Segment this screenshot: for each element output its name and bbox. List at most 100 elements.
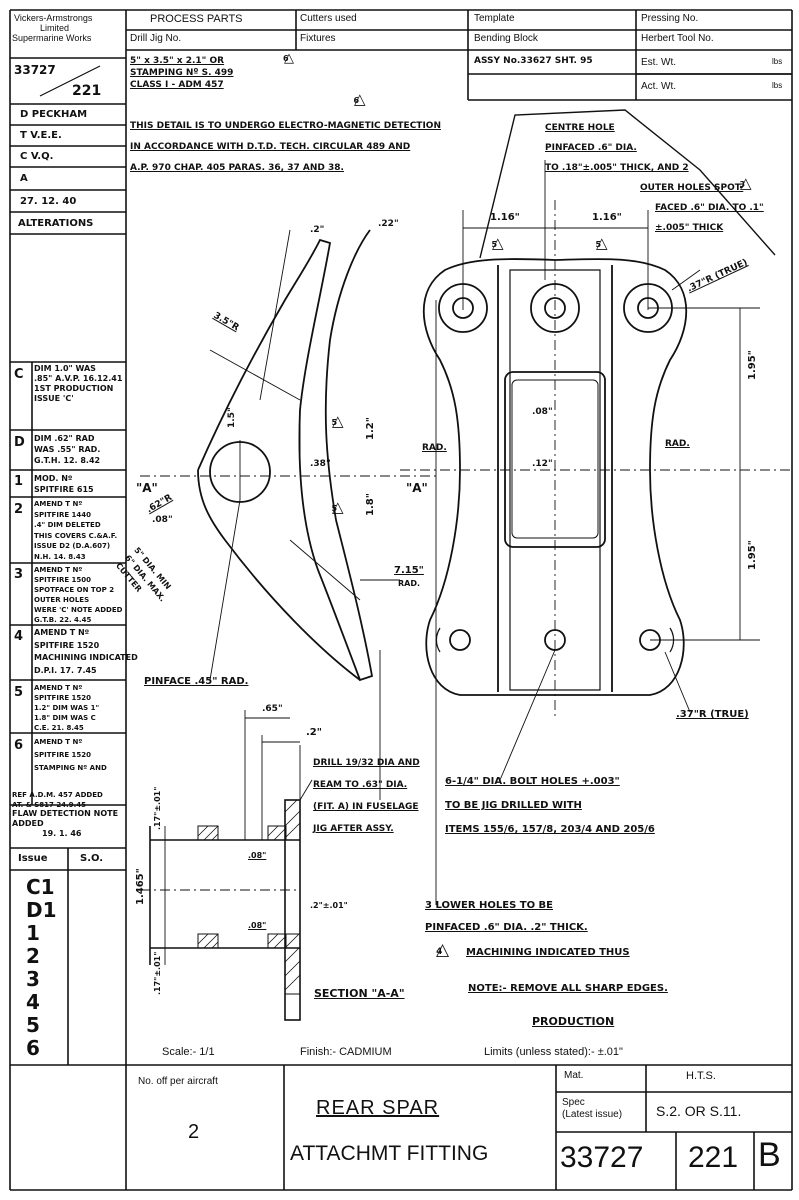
dim-17-top: .17"±.01" <box>153 786 162 830</box>
issue-column-header: Issue <box>18 853 48 864</box>
dim-22: .22" <box>378 219 399 229</box>
no-off-label: No. off per aircraft <box>138 1076 218 1087</box>
dim-7-15: 7.15" <box>394 565 424 576</box>
issue-letter: B <box>758 1136 781 1174</box>
section-mark-left: "A" <box>136 481 158 495</box>
revision-triangle-icon: △5 <box>595 234 608 252</box>
dim-7-15-rad: RAD. <box>398 579 421 588</box>
alteration-letter: 1 <box>14 474 24 489</box>
no-off-value: 2 <box>188 1121 200 1143</box>
dim-1-95-upper: 1.95" <box>747 350 758 380</box>
dim-38: .38" <box>310 459 331 469</box>
est-wt-unit: lbs <box>772 57 783 66</box>
limits-label: Limits (unless stated):- ±.01" <box>484 1046 623 1058</box>
est-wt-label: Est. Wt. <box>641 57 676 68</box>
spec-label: Spec(Latest issue) <box>562 1097 623 1120</box>
assy-number: ASSY No.33627 SHT. 95 <box>474 56 593 66</box>
dim-17-bottom: .17"±.01" <box>153 951 162 995</box>
dim-2-section: .2" <box>306 727 322 738</box>
drill-jig-label: Drill Jig No. <box>130 33 182 44</box>
alteration-letter: 2 <box>14 502 24 517</box>
dim-37r-lower: .37"R (TRUE) <box>676 709 749 720</box>
so-column-header: S.O. <box>80 853 104 864</box>
left-sheet-number: 221 <box>72 83 102 99</box>
fixtures-label: Fixtures <box>300 33 336 44</box>
alterations-heading: ALTERATIONS <box>18 218 94 229</box>
dim-08: .08" <box>532 407 553 417</box>
bending-block-label: Bending Block <box>474 33 538 44</box>
revision-triangle-icon: △4 <box>436 940 450 960</box>
dim-1-465: 1.465" <box>135 868 146 905</box>
dim-08-lower-bore: .08" <box>248 921 267 930</box>
dim-1-16-right: 1.16" <box>592 212 622 223</box>
alteration-letter: 4 <box>14 629 24 644</box>
alteration-letter: 3 <box>14 567 24 582</box>
material-value: H.T.S. <box>686 1070 716 1082</box>
dim-08-side: .08" <box>152 515 173 525</box>
machining-note: MACHINING INDICATED THUS <box>466 947 630 958</box>
dim-1-2: 1.2" <box>365 417 376 440</box>
alteration-letter: 5 <box>14 685 24 700</box>
revision-triangle-icon: △6 <box>283 51 294 66</box>
drawn-by: D PECKHAM <box>20 109 88 120</box>
revision-triangle-icon: △5 <box>491 234 504 252</box>
dim-08-upper-bore: .08" <box>248 851 267 860</box>
dim-2: .2" <box>310 225 325 235</box>
act-wt-label: Act. Wt. <box>641 81 676 92</box>
flaw-detection-instruction: THIS DETAIL IS TO UNDERGO ELECTRO-MAGNET… <box>130 121 441 173</box>
radius-left: RAD. <box>422 443 447 453</box>
bolt-holes-note: 6-1/4" DIA. BOLT HOLES +.003"TO BE JIG D… <box>445 776 655 835</box>
spec-value: S.2. OR S.11. <box>656 1103 742 1119</box>
dim-12: .12" <box>532 459 553 469</box>
template-label: Template <box>474 13 515 24</box>
dim-1-8: 1.8" <box>365 493 376 516</box>
dim-1-5: 1.5" <box>227 407 237 428</box>
pinface-note: PINFACE .45" RAD. <box>144 676 249 687</box>
revision-triangle-icon: △5 <box>331 498 344 516</box>
checked-by: C V.Q. <box>20 151 54 162</box>
section-mark-right: "A" <box>406 481 428 495</box>
part-title-line-1: REAR SPAR <box>316 1097 440 1119</box>
scale-label: Scale:- 1/1 <box>162 1046 215 1058</box>
footer-sheet-number: 221 <box>688 1141 739 1174</box>
company-line-3: Supermarine Works <box>12 33 92 43</box>
pressing-label: Pressing No. <box>641 13 699 24</box>
dim-65: .65" <box>262 704 283 714</box>
finish-label: Finish:- CADMIUM <box>300 1046 392 1058</box>
cutters-label: Cutters used <box>300 13 357 24</box>
revision-triangle-icon: △3 <box>739 174 752 192</box>
approved-by: A <box>20 173 28 184</box>
radius-right: RAD. <box>665 439 690 449</box>
left-drawing-number: 33727 <box>14 63 56 77</box>
dim-1-16-left: 1.16" <box>490 212 520 223</box>
material-label: Mat. <box>564 1070 584 1081</box>
act-wt-unit: lbs <box>772 81 783 90</box>
revision-triangle-icon: △6 <box>353 90 366 108</box>
sharp-edges-note: NOTE:- REMOVE ALL SHARP EDGES. <box>468 983 668 994</box>
company-line-1: Vickers-Armstrongs <box>14 13 93 23</box>
company-line-2: Limited <box>40 23 70 33</box>
dim-2-tolerance: .2"±.01" <box>310 901 348 910</box>
traced-by: T V.E.E. <box>20 130 62 141</box>
revision-triangle-icon: △5 <box>331 412 344 430</box>
footer-drawing-number: 33727 <box>560 1141 644 1174</box>
drawing-date: 27. 12. 40 <box>20 196 77 207</box>
alteration-letter: C <box>14 367 24 382</box>
section-label: SECTION "A-A" <box>314 987 405 1000</box>
